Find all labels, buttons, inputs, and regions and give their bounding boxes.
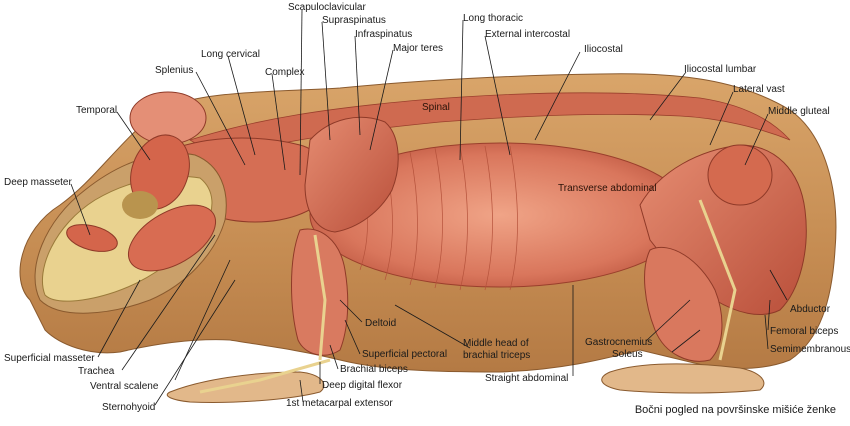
front-paw [166, 371, 325, 404]
label-long-thoracic: Long thoracic [463, 13, 523, 24]
gluteal-muscle [707, 144, 773, 206]
label-deltoid: Deltoid [365, 318, 396, 329]
label-iliocostal: Iliocostal [584, 44, 623, 55]
lower-hindleg [644, 246, 723, 362]
label-lateral-vast: Lateral vast [733, 84, 785, 95]
label-middle-head-line2: brachial triceps [463, 350, 530, 361]
skull-bone [41, 175, 213, 302]
label-brachial-biceps: Brachial biceps [340, 364, 408, 375]
label-deep-digital-flexor: Deep digital flexor [322, 380, 403, 391]
label-iliocostal-lumbar: Iliocostal lumbar [684, 64, 757, 75]
label-spinal: Spinal [422, 102, 450, 113]
label-deep-masseter: Deep masseter [4, 177, 72, 188]
label-transverse-abdominal: Transverse abdominal [558, 183, 657, 194]
label-splenius: Splenius [155, 65, 193, 76]
label-superficial-masseter: Superficial masseter [4, 353, 95, 364]
label-straight-abdominal: Straight abdominal [485, 373, 568, 384]
label-scapuloclavicular: Scapuloclavicular [288, 2, 366, 13]
label-major-teres: Major teres [393, 43, 443, 54]
figure-caption: Bočni pogled na površinske mišiće ženke [634, 404, 836, 416]
label-semimembranous: Semimembranous [770, 344, 850, 355]
label-middle-head-line1: Middle head of [463, 338, 529, 349]
label-complex: Complex [265, 67, 304, 78]
label-abductor: Abductor [790, 304, 831, 315]
label-supraspinatus: Supraspinatus [322, 15, 386, 26]
limb-bones [199, 199, 737, 394]
eye-socket [122, 191, 158, 219]
hind-foot [601, 363, 765, 394]
forelimb [291, 228, 349, 356]
label-ventral-scalene: Ventral scalene [90, 381, 159, 392]
label-long-cervical: Long cervical [201, 49, 260, 60]
label-middle-gluteal: Middle gluteal [768, 106, 830, 117]
label-soleus: Soleus [612, 349, 643, 360]
label-external-intercostal: External intercostal [485, 29, 570, 40]
label-infraspinatus: Infraspinatus [355, 29, 412, 40]
deep-masseter-muscle [66, 224, 118, 252]
labels: Scapuloclavicular Supraspinatus Infraspi… [4, 2, 850, 413]
label-first-metacarpal-extensor: 1st metacarpal extensor [286, 398, 393, 409]
label-trachea: Trachea [78, 366, 115, 377]
label-superficial-pectoral: Superficial pectoral [362, 349, 447, 360]
leader-lines [70, 9, 788, 406]
spinal-muscle-band [189, 92, 791, 159]
label-femoral-biceps: Femoral biceps [770, 326, 838, 337]
label-temporal: Temporal [76, 105, 117, 116]
label-gastrocnemius: Gastrocnemius [585, 337, 652, 348]
masseter-muscle [127, 204, 217, 272]
label-sternohyoid: Sternohyoid [102, 402, 155, 413]
